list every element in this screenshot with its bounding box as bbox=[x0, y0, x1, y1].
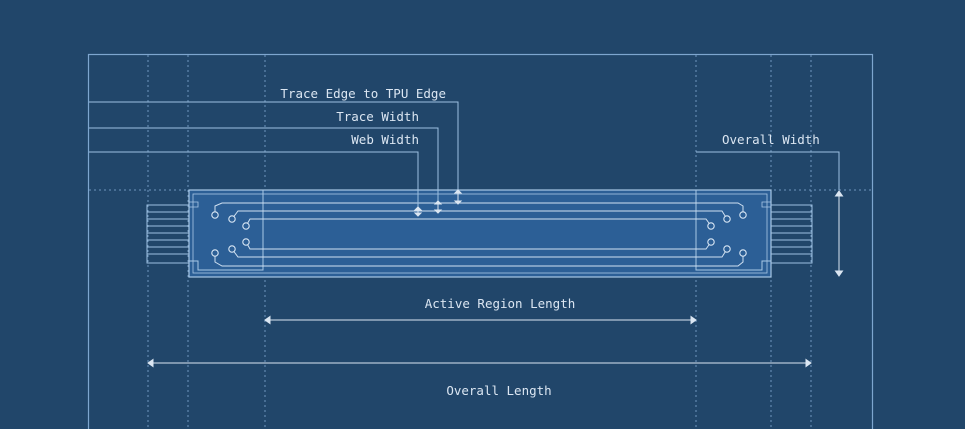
callout-leaders bbox=[89, 101, 840, 208]
drawing-frame bbox=[87, 53, 874, 429]
overall-width-dimension bbox=[834, 190, 844, 277]
active-region-dimension bbox=[264, 315, 697, 325]
label-trace-width: Trace Width bbox=[336, 109, 419, 124]
via-pads bbox=[211, 211, 747, 257]
dimension-ticks bbox=[413, 189, 463, 217]
label-overall-width: Overall Width bbox=[722, 132, 820, 147]
label-overall-length: Overall Length bbox=[446, 383, 551, 398]
traces bbox=[214, 202, 744, 267]
label-trace-edge-to-tpu-edge: Trace Edge to TPU Edge bbox=[280, 86, 446, 101]
right-connector-pins bbox=[770, 204, 813, 264]
overall-length-dimension bbox=[147, 358, 812, 368]
flex-strip bbox=[188, 189, 772, 278]
left-connector-pins bbox=[146, 204, 190, 264]
label-active-region-length: Active Region Length bbox=[425, 296, 576, 311]
label-web-width: Web Width bbox=[351, 132, 419, 147]
